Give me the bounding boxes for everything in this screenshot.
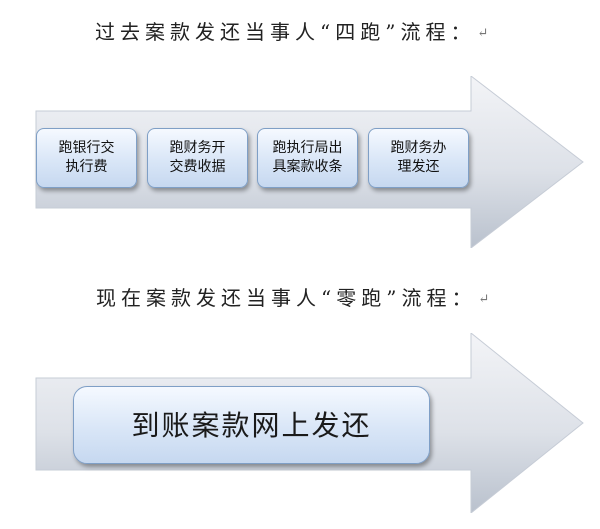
before-step-4-line-1: 跑财务办 — [390, 140, 447, 156]
after-step-label: 到账案款网上发还 — [131, 408, 372, 442]
after-step: 到账案款网上发还 — [73, 386, 430, 464]
before-step-3: 跑执行局出具案款收条 — [257, 128, 358, 188]
before-step-2-line-1: 跑财务开 — [169, 140, 226, 156]
before-step-4-line-2: 理发还 — [397, 159, 440, 175]
after-caption: 现在案款发还当事人“零跑”流程：↵ — [0, 282, 600, 311]
before-step-3-line-2: 具案款收条 — [272, 159, 343, 175]
paragraph-mark-icon: ↵ — [478, 292, 490, 307]
before-step-2-line-2: 交费收据 — [169, 159, 226, 175]
before-step-4: 跑财务办理发还 — [368, 128, 469, 188]
after-caption-text: 现在案款发还当事人“零跑”流程： — [96, 286, 477, 310]
before-step-1-line-1: 跑银行交 — [58, 140, 115, 156]
before-caption-text: 过去案款发还当事人“四跑”流程： — [95, 20, 476, 44]
before-step-1-line-2: 执行费 — [65, 159, 108, 175]
before-step-2: 跑财务开交费收据 — [147, 128, 248, 188]
before-caption: 过去案款发还当事人“四跑”流程：↵ — [0, 16, 600, 45]
paragraph-mark-icon: ↵ — [477, 26, 489, 41]
before-step-3-line-1: 跑执行局出 — [272, 140, 343, 156]
before-step-1: 跑银行交执行费 — [36, 128, 137, 188]
